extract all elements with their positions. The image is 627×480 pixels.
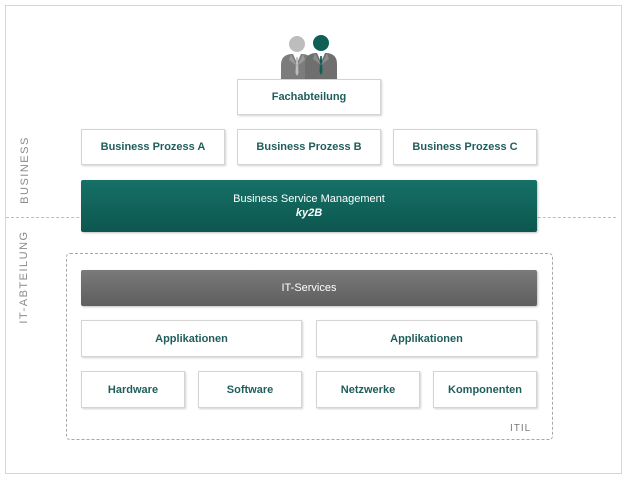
- components-box: Komponenten: [433, 371, 537, 408]
- business-process-label: Business Prozess B: [256, 141, 362, 153]
- it-services-bar: IT-Services: [81, 270, 537, 306]
- itil-boundary: [66, 253, 553, 440]
- applications-box-left: Applikationen: [81, 320, 302, 357]
- components-label: Komponenten: [448, 383, 522, 396]
- fachabteilung-label: Fachabteilung: [271, 91, 347, 103]
- business-service-management-bar: Business Service Management ky2B: [81, 180, 537, 232]
- business-process-a-box: Business Prozess A: [81, 129, 225, 165]
- bsm-title: Business Service Management: [233, 193, 385, 205]
- business-process-b-box: Business Prozess B: [237, 129, 381, 165]
- hardware-box: Hardware: [81, 371, 185, 408]
- applications-label: Applikationen: [390, 332, 463, 345]
- networks-label: Netzwerke: [340, 383, 396, 396]
- bsm-subtitle: ky2B: [295, 207, 323, 219]
- business-people-icon: [281, 35, 337, 87]
- itil-label: ITIL: [510, 423, 532, 434]
- business-process-label: Business Prozess C: [412, 141, 518, 153]
- it-services-label: IT-Services: [281, 282, 337, 294]
- fachabteilung-box: Fachabteilung: [237, 79, 381, 115]
- software-box: Software: [198, 371, 302, 408]
- applications-label: Applikationen: [155, 332, 228, 345]
- hardware-label: Hardware: [107, 383, 159, 396]
- business-process-label: Business Prozess A: [100, 141, 206, 153]
- it-section-label: IT-ABTEILUNG: [18, 230, 30, 324]
- networks-box: Netzwerke: [316, 371, 420, 408]
- business-section-label: BUSINESS: [19, 136, 31, 204]
- software-label: Software: [226, 383, 274, 396]
- applications-box-right: Applikationen: [316, 320, 537, 357]
- business-process-c-box: Business Prozess C: [393, 129, 537, 165]
